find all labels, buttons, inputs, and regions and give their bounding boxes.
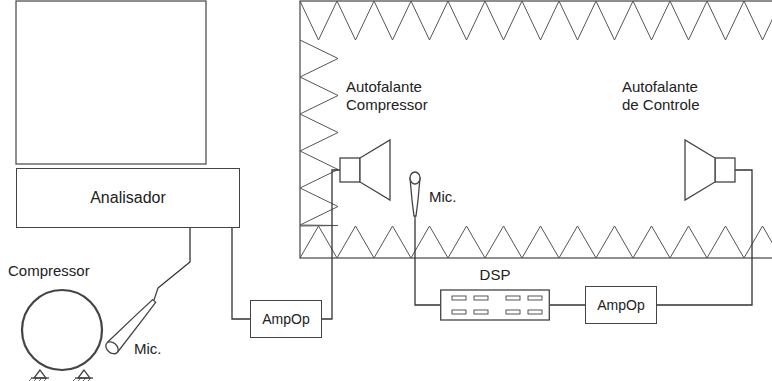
absorber-wedge — [670, 1, 707, 40]
support — [34, 370, 46, 378]
absorber-wedge — [707, 226, 744, 258]
node-label: Autofalante Compressor — [346, 78, 438, 114]
node-label: Mic. — [429, 188, 465, 206]
microphone-symbol — [410, 172, 420, 220]
microphone: Mic. — [405, 170, 465, 220]
absorber-wedge — [337, 226, 374, 258]
absorber-wedge — [300, 77, 338, 114]
signal-wire — [550, 304, 585, 305]
chamber-wall — [300, 1, 772, 258]
dsp-board: DSP — [440, 266, 550, 324]
microphone: Mic. — [100, 288, 170, 362]
monitor-screen — [16, 1, 206, 164]
amplifier-box: AmpOp — [250, 300, 322, 338]
absorber-wedge — [559, 1, 596, 40]
absorber-wedge — [559, 226, 596, 258]
compressor: Compressor — [4, 262, 104, 381]
compressor-body — [22, 290, 102, 370]
absorber-wedge — [411, 226, 448, 258]
node-shape — [4, 262, 104, 381]
node-label: Autofalante de Controle — [622, 78, 714, 114]
signal-wire — [657, 170, 752, 305]
signal-wire — [322, 170, 340, 319]
absorber-wedge — [448, 1, 485, 40]
signal-wire — [232, 228, 250, 319]
absorber-wedge — [337, 1, 374, 40]
absorber-wedge — [411, 1, 448, 40]
absorber-wedge — [485, 1, 522, 40]
absorber-wedge — [633, 1, 670, 40]
analyzer-box: Analisador — [16, 168, 240, 228]
node-label: Analisador — [90, 189, 166, 207]
absorber-wedge — [596, 1, 633, 40]
absorber-wedge — [300, 1, 337, 40]
absorber-wedge — [522, 226, 559, 258]
absorber-wedge — [744, 226, 772, 258]
node-label: AmpOp — [262, 310, 309, 328]
support — [78, 370, 90, 378]
node-label: DSP — [480, 266, 511, 284]
absorber-wedge — [300, 114, 338, 151]
signal-wire — [415, 220, 440, 305]
absorber-wedge — [633, 226, 670, 258]
speaker: Autofalante de Controle — [620, 78, 735, 208]
absorber-wedge — [596, 226, 633, 258]
absorber-wedge — [670, 226, 707, 258]
absorber-wedge — [522, 1, 559, 40]
speaker-symbol — [685, 140, 735, 200]
amplifier-box: AmpOp — [585, 286, 657, 324]
signal-wire — [158, 228, 190, 288]
absorber-wedge — [374, 1, 411, 40]
dsp-board — [441, 290, 550, 320]
node-label: AmpOp — [597, 296, 644, 314]
node-label: Compressor — [8, 262, 104, 280]
absorber-wedge — [300, 40, 338, 77]
node-label: Mic. — [134, 340, 170, 358]
absorber-wedge — [485, 226, 522, 258]
absorber-wedge — [374, 226, 411, 258]
absorber-wedge — [744, 1, 772, 40]
anechoic-chamber — [300, 1, 772, 258]
speaker-symbol — [340, 140, 390, 200]
absorber-wedge — [707, 1, 744, 40]
absorber-wedge — [448, 226, 485, 258]
